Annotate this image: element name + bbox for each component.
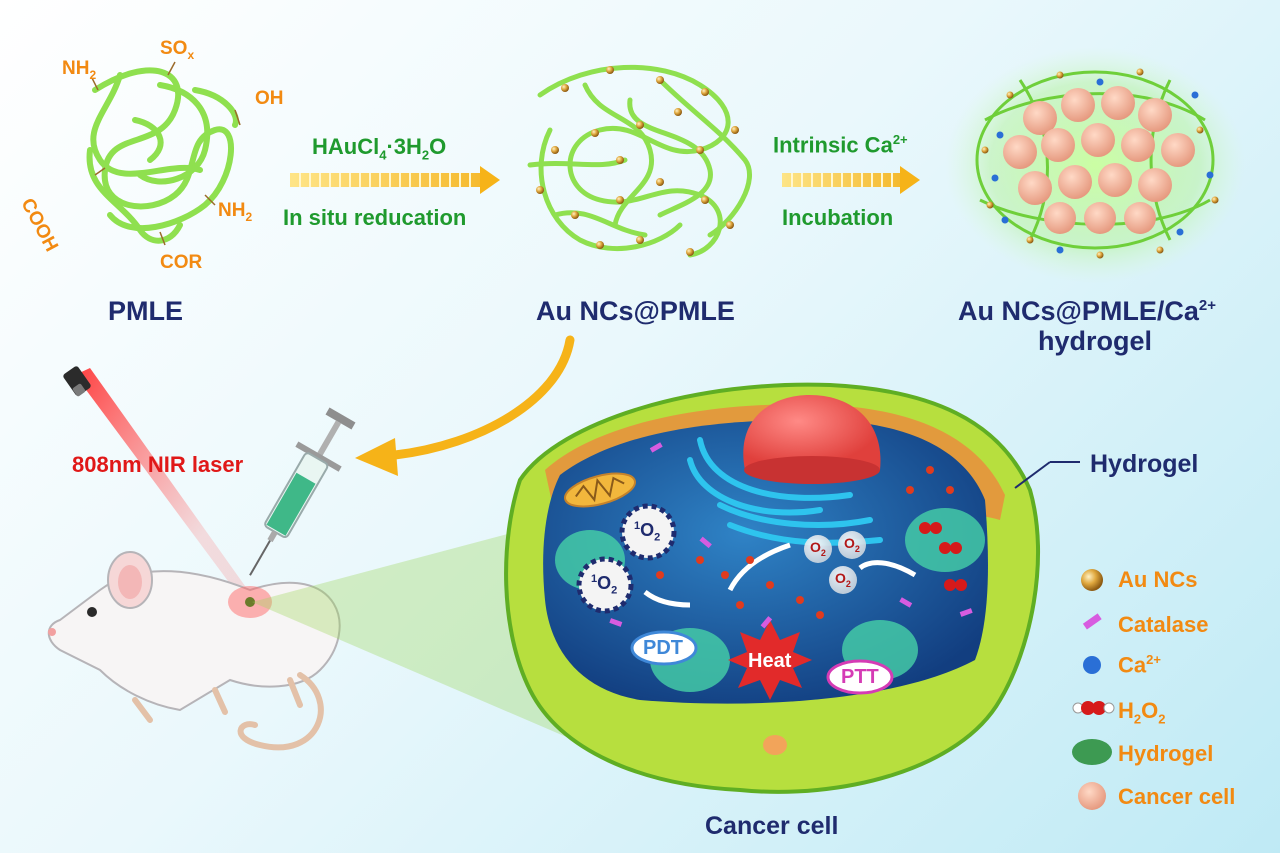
calcium-icon xyxy=(1083,656,1101,674)
mouse xyxy=(47,551,341,751)
delivery-arrowhead xyxy=(355,438,398,476)
au-ncs-dots xyxy=(536,66,739,256)
hydrogel-ca-dots xyxy=(991,78,1214,254)
ptt-badge: PTT xyxy=(841,666,879,688)
au-ncs-pmle-polymer xyxy=(527,64,752,258)
pmle-group-oh: OH xyxy=(255,88,284,109)
pmle-group-nh2-right: NH2 xyxy=(218,200,253,224)
legend-hydrogel: Hydrogel xyxy=(1118,741,1214,766)
cancer-cell-illustration xyxy=(504,382,1041,794)
singlet-oxygen-label-1: 1O2 xyxy=(634,520,661,544)
legend-cancer-cell: Cancer cell xyxy=(1118,784,1236,809)
step2-process: Incubation xyxy=(782,205,894,230)
oxygen-label-2: O2 xyxy=(844,535,860,554)
cancer-cell-title: Cancer cell xyxy=(705,812,839,840)
step1-reagent: HAuCl4·3H2O xyxy=(312,134,447,163)
arrow-step1 xyxy=(290,166,500,194)
pmle-polymer xyxy=(86,67,239,244)
hydrogel-product-title: Au NCs@PMLE/Ca2+ xyxy=(958,296,1216,326)
pmle-group-cor: COR xyxy=(160,252,203,273)
delivery-arrow xyxy=(390,335,575,460)
pmle-group-nh2-top: NH2 xyxy=(62,58,97,82)
heat-badge: Heat xyxy=(748,650,792,672)
gold-sphere-icon xyxy=(1081,569,1103,591)
legend-catalase: Catalase xyxy=(1118,612,1209,637)
legend-calcium: Ca2+ xyxy=(1118,652,1161,678)
step2-reagent: Intrinsic Ca2+ xyxy=(773,132,908,158)
pmle-bonds xyxy=(91,61,241,246)
pdt-badge: PDT xyxy=(643,637,683,659)
oxygen-label-1: O2 xyxy=(810,539,826,558)
laser-beam xyxy=(75,368,255,604)
pmle-title: PMLE xyxy=(108,296,184,326)
step1-process: In situ reducation xyxy=(283,205,467,230)
laser-device xyxy=(63,366,91,397)
hydrogel-icon xyxy=(1072,739,1112,765)
hydrogel-callout-label: Hydrogel xyxy=(1090,450,1199,478)
hydrogel-cancer-cells xyxy=(1003,86,1195,234)
legend-h2o2: H2O2 xyxy=(1118,698,1166,727)
hydrogel-callout-line xyxy=(1014,461,1051,489)
oxygen-label-3: O2 xyxy=(835,570,851,589)
hydrogel-au-dots xyxy=(981,68,1219,259)
arrow-step2 xyxy=(782,166,920,194)
cancer-cell-icon xyxy=(1078,782,1106,810)
hydrogel-product-title-line2: hydrogel xyxy=(1038,326,1153,356)
pmle-group-sox: SOx xyxy=(160,38,195,62)
singlet-oxygen-label-2: 1O2 xyxy=(591,573,618,597)
h2o2-icon xyxy=(1072,701,1115,715)
syringe xyxy=(249,407,356,576)
laser-label: 808nm NIR laser xyxy=(72,452,244,477)
au-ncs-pmle-title: Au NCs@PMLE xyxy=(536,296,735,326)
legend-au-ncs: Au NCs xyxy=(1118,567,1198,592)
catalase-icon xyxy=(1082,613,1102,630)
legend-icons xyxy=(1072,569,1115,810)
